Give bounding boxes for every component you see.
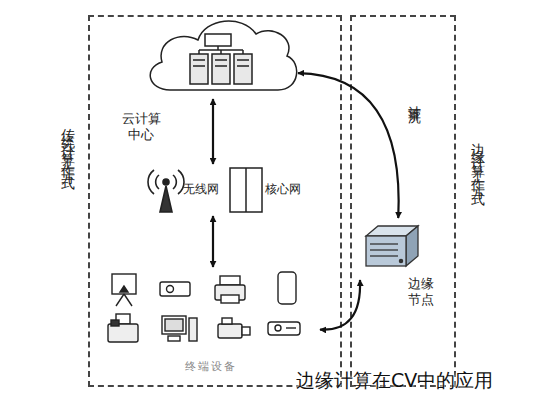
cloud-icon bbox=[150, 21, 296, 90]
bidirectional-arrow bbox=[298, 73, 399, 218]
node-label: 边缘计算工作方式 bbox=[466, 132, 486, 322]
node-label: 核心网 bbox=[265, 182, 309, 197]
node-label: 终端设备 bbox=[185, 360, 245, 374]
device-group: 终端设备 bbox=[100, 268, 320, 378]
annotation-label: 计算下沉 bbox=[406, 95, 422, 125]
terminal-device-icons bbox=[108, 272, 300, 342]
network-node: 核心网 bbox=[225, 165, 310, 215]
caption: 边缘计算在CV中的应用 bbox=[296, 369, 493, 393]
network-node: 无线网 bbox=[150, 165, 225, 215]
edge-node: 边缘节点 bbox=[360, 218, 445, 318]
bidirectional-arrow bbox=[212, 99, 214, 164]
region-box: 传统云计算工作方式云计算中心无线网核心网终端设备 bbox=[88, 15, 342, 387]
cloud-node: 云计算中心 bbox=[148, 15, 298, 98]
node-label: 云计算中心 bbox=[120, 111, 162, 144]
bidirectional-arrow bbox=[212, 216, 214, 267]
node-label: 无线网 bbox=[183, 182, 225, 197]
region-box: 边缘计算工作方式边缘节点 bbox=[350, 15, 456, 387]
edge-server-icon bbox=[366, 226, 418, 266]
core-network-icon bbox=[230, 168, 262, 212]
antenna-icon bbox=[148, 170, 184, 212]
bidirectional-arrow bbox=[320, 280, 360, 330]
node-label: 传统云计算工作方式 bbox=[56, 117, 76, 317]
node-label: 边缘节点 bbox=[408, 276, 436, 309]
